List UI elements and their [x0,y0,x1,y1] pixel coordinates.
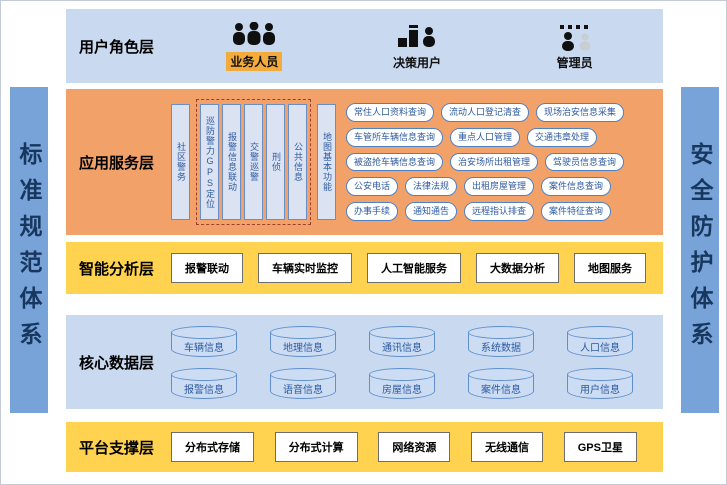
role-admin: 管理员 [552,24,598,71]
platform-support-layer: 平台支撑层 分布式存储 分布式计算 网络资源 无线通信 GPS卫星 [66,422,663,472]
role-label: 决策用户 [393,55,442,70]
role-label: 管理员 [556,55,593,70]
security-system-label: 安全防护体系 [687,142,713,358]
roles-group: 业务人员 决策用户 [171,21,663,71]
database-cylinder: 车辆信息 [171,326,237,357]
user-role-layer: 用户角色层 业务人员 [66,9,663,83]
database-cylinder: 地理信息 [270,326,336,357]
security-system-bar: 安全防护体系 [681,87,719,413]
database-cylinder: 用户信息 [567,368,633,399]
function-pill: 重点人口管理 [450,127,521,147]
database-cylinder: 语音信息 [270,368,336,399]
function-pill: 远程指认排查 [464,202,535,221]
module-vertical-box: 社区警务 [171,104,190,220]
pill-row: 常住人口资料查询 流动人口登记清查 现场治安信息采集 [346,103,625,122]
platform-support-layer-label: 平台支撑层 [79,439,155,457]
function-pill: 案件特征查询 [541,202,612,221]
core-data-layer-label: 核心数据层 [79,354,155,372]
function-pill: 通知通告 [405,202,458,221]
module-vertical-box: 公共信息 [288,104,307,220]
database-cylinder: 案件信息 [468,368,534,399]
analysis-box: 人工智能服务 [367,253,461,283]
platform-box: 分布式存储 [171,432,254,462]
intelligent-analysis-layer: 智能分析层 报警联动 车辆实时监控 人工智能服务 大数据分析 地图服务 [66,242,663,294]
standards-system-label: 标准规范体系 [16,142,42,358]
analysis-box: 地图服务 [574,253,646,283]
pill-row: 公安电话 法律法规 出租房屋管理 案件信息查询 [346,177,624,197]
analysis-items: 报警联动 车辆实时监控 人工智能服务 大数据分析 地图服务 [171,253,672,283]
function-pill: 驾驶员信息查询 [545,152,625,172]
function-pill: 流动人口登记清查 [441,103,530,122]
function-pill: 治安场所出租管理 [450,152,539,172]
decision-user-icon [396,24,438,51]
module-column-group: 社区警务 巡防警力GPS定位 报警信息联动 交警巡警 刑侦 [171,99,336,225]
database-cylinder: 房屋信息 [369,368,435,399]
function-pill: 交通违章处理 [527,127,598,147]
module-dashed-group: 巡防警力GPS定位 报警信息联动 交警巡警 刑侦 公共信息 [196,99,311,225]
user-role-layer-label: 用户角色层 [79,38,155,56]
function-pill: 公安电话 [346,177,399,197]
function-pill: 常住人口资料查询 [346,103,435,122]
database-cylinder: 人口信息 [567,326,633,357]
module-vertical-box: 地图基本功能 [317,104,336,220]
function-pill: 现场治安信息采集 [536,103,625,122]
application-service-layer-label: 应用服务层 [79,154,155,172]
role-label: 业务人员 [226,51,283,71]
application-content: 社区警务 巡防警力GPS定位 报警信息联动 交警巡警 刑侦 [171,99,663,225]
function-pill: 办事手续 [346,202,399,221]
function-pill: 被盗抢车辆信息查询 [346,152,444,172]
platform-box: 无线通信 [471,432,544,462]
database-cylinder: 系统数据 [468,326,534,357]
people-group-icon [231,21,277,49]
module-vertical-box: 刑侦 [266,104,285,220]
analysis-box: 大数据分析 [476,253,559,283]
pill-row: 办事手续 通知通告 远程指认排查 案件特征查询 [346,202,624,221]
pill-row: 车管所车辆信息查询 重点人口管理 交通违章处理 [346,127,624,147]
core-data-layer: 核心数据层 车辆信息 地理信息 通讯信息 系统数据 人口信息 报警信息 语音信息 [66,315,663,409]
analysis-box: 报警联动 [171,253,243,283]
module-vertical-box: 巡防警力GPS定位 [200,104,219,220]
platform-box: 分布式计算 [274,432,358,462]
database-row: 车辆信息 地理信息 通讯信息 系统数据 人口信息 [171,325,633,357]
pill-row: 被盗抢车辆信息查询 治安场所出租管理 驾驶员信息查询 [346,152,625,172]
analysis-box: 车辆实时监控 [258,253,352,283]
database-cylinder: 报警信息 [171,368,237,399]
intelligent-analysis-layer-label: 智能分析层 [79,260,155,278]
role-decision-users: 决策用户 [393,24,441,71]
module-vertical-box: 报警信息联动 [222,104,241,220]
application-service-layer: 应用服务层 社区警务 巡防警力GPS定位 报警信息联动 交警巡警 [66,89,663,235]
standards-system-bar: 标准规范体系 [10,87,48,413]
function-pill: 案件信息查询 [541,177,612,197]
admin-org-icon [552,24,598,51]
role-business-users: 业务人员 [226,21,283,71]
function-pill: 出租房屋管理 [464,177,535,197]
database-grid: 车辆信息 地理信息 通讯信息 系统数据 人口信息 报警信息 语音信息 房屋信息 [171,325,663,399]
platform-box: GPS卫星 [563,432,637,462]
platform-items: 分布式存储 分布式计算 网络资源 无线通信 GPS卫星 [171,432,663,462]
module-vertical-box: 交警巡警 [244,104,263,220]
platform-box: 网络资源 [378,432,451,462]
function-pill-grid: 常住人口资料查询 流动人口登记清查 现场治安信息采集 车管所车辆信息查询 重点人… [346,103,625,221]
database-cylinder: 通讯信息 [369,326,435,357]
function-pill: 法律法规 [405,177,458,197]
function-pill: 车管所车辆信息查询 [346,127,444,147]
database-row: 报警信息 语音信息 房屋信息 案件信息 用户信息 [171,367,633,399]
